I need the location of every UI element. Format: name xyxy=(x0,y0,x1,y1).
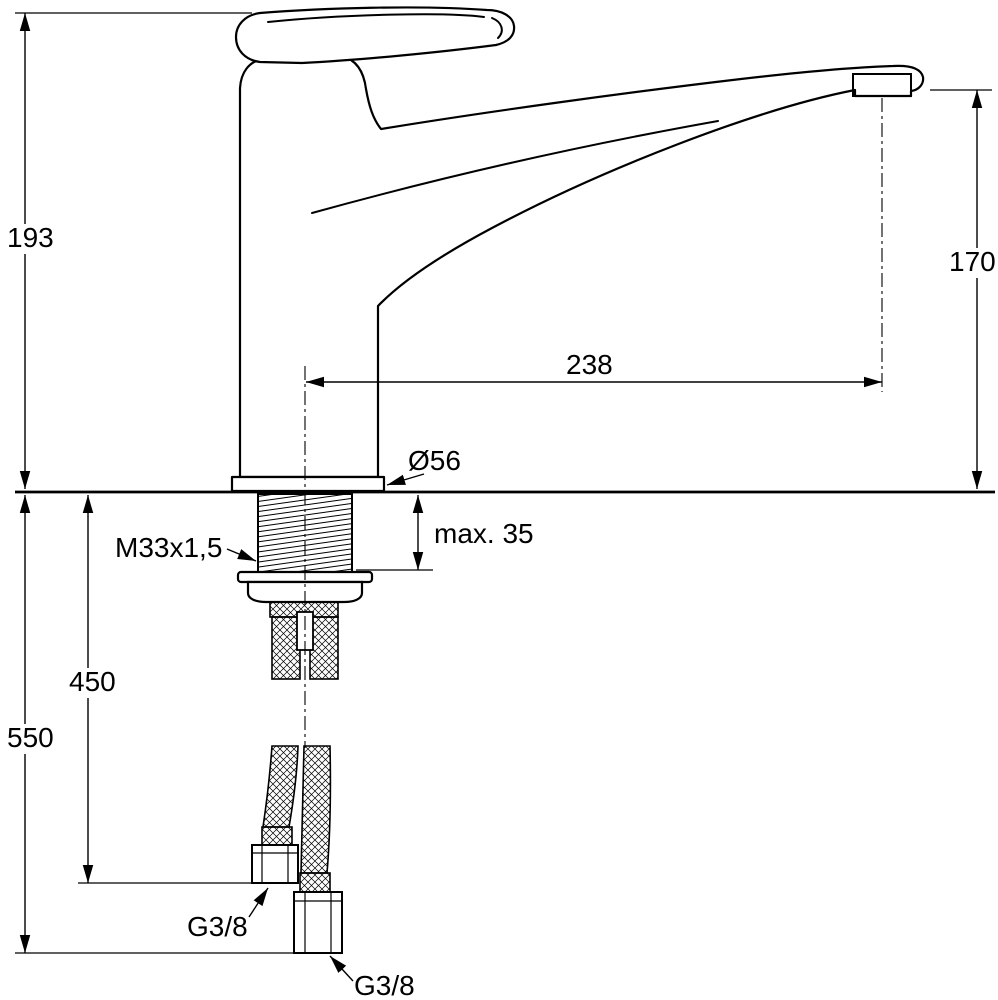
hose-nut-lower-body xyxy=(293,891,343,954)
aerator xyxy=(852,73,912,97)
dim-label-below-deck-total: 550 xyxy=(7,722,54,753)
faucet-handle-lever xyxy=(234,6,516,65)
hose-stub-right xyxy=(309,616,339,680)
label-bg-550 xyxy=(2,724,58,754)
hose-nut-upper xyxy=(251,844,299,884)
spout-blend-line xyxy=(311,120,719,214)
hose-ferrule-upper xyxy=(261,826,293,846)
dim-label-shank-thread: M33x1,5 xyxy=(115,532,222,563)
dimension-labels: 193 550 450 170 238 Ø56 max. 35 M33x1,5 … xyxy=(2,222,998,1000)
label-bg-170 xyxy=(944,248,998,278)
leader-shank-thread xyxy=(226,548,257,562)
dim-label-max-mounting-thickness: max. 35 xyxy=(434,518,534,549)
supply-hose-left xyxy=(262,745,299,828)
faucet-above-deck xyxy=(230,6,925,493)
faucet-body-and-spout xyxy=(238,54,925,479)
dim-label-hose-connection-upper: G3/8 xyxy=(187,911,248,942)
dim-label-spout-reach: 238 xyxy=(566,349,613,380)
supply-hose-right xyxy=(300,745,332,874)
hose-nut-lower xyxy=(293,891,343,954)
label-bg-450 xyxy=(64,668,120,698)
handle-tip-detail-line xyxy=(491,17,503,39)
dim-label-hose-depth: 450 xyxy=(69,666,116,697)
hose-stub-left xyxy=(271,616,301,680)
hose-ferrule-lower xyxy=(299,872,331,893)
base-flange xyxy=(230,475,386,493)
leader-g38-lower xyxy=(329,955,354,982)
dim-label-base-diameter: Ø56 xyxy=(408,445,461,476)
leader-g38-upper xyxy=(248,887,269,918)
hose-nut-upper-body xyxy=(251,844,299,884)
dim-label-spout-outlet-height: 170 xyxy=(949,246,996,277)
leader-base-diameter xyxy=(386,473,425,486)
dim-label-hose-connection-lower: G3/8 xyxy=(354,970,415,1000)
handle-detail-line xyxy=(267,13,485,23)
dim-label-height-above-deck: 193 xyxy=(7,222,54,253)
label-bg-193 xyxy=(2,224,58,254)
